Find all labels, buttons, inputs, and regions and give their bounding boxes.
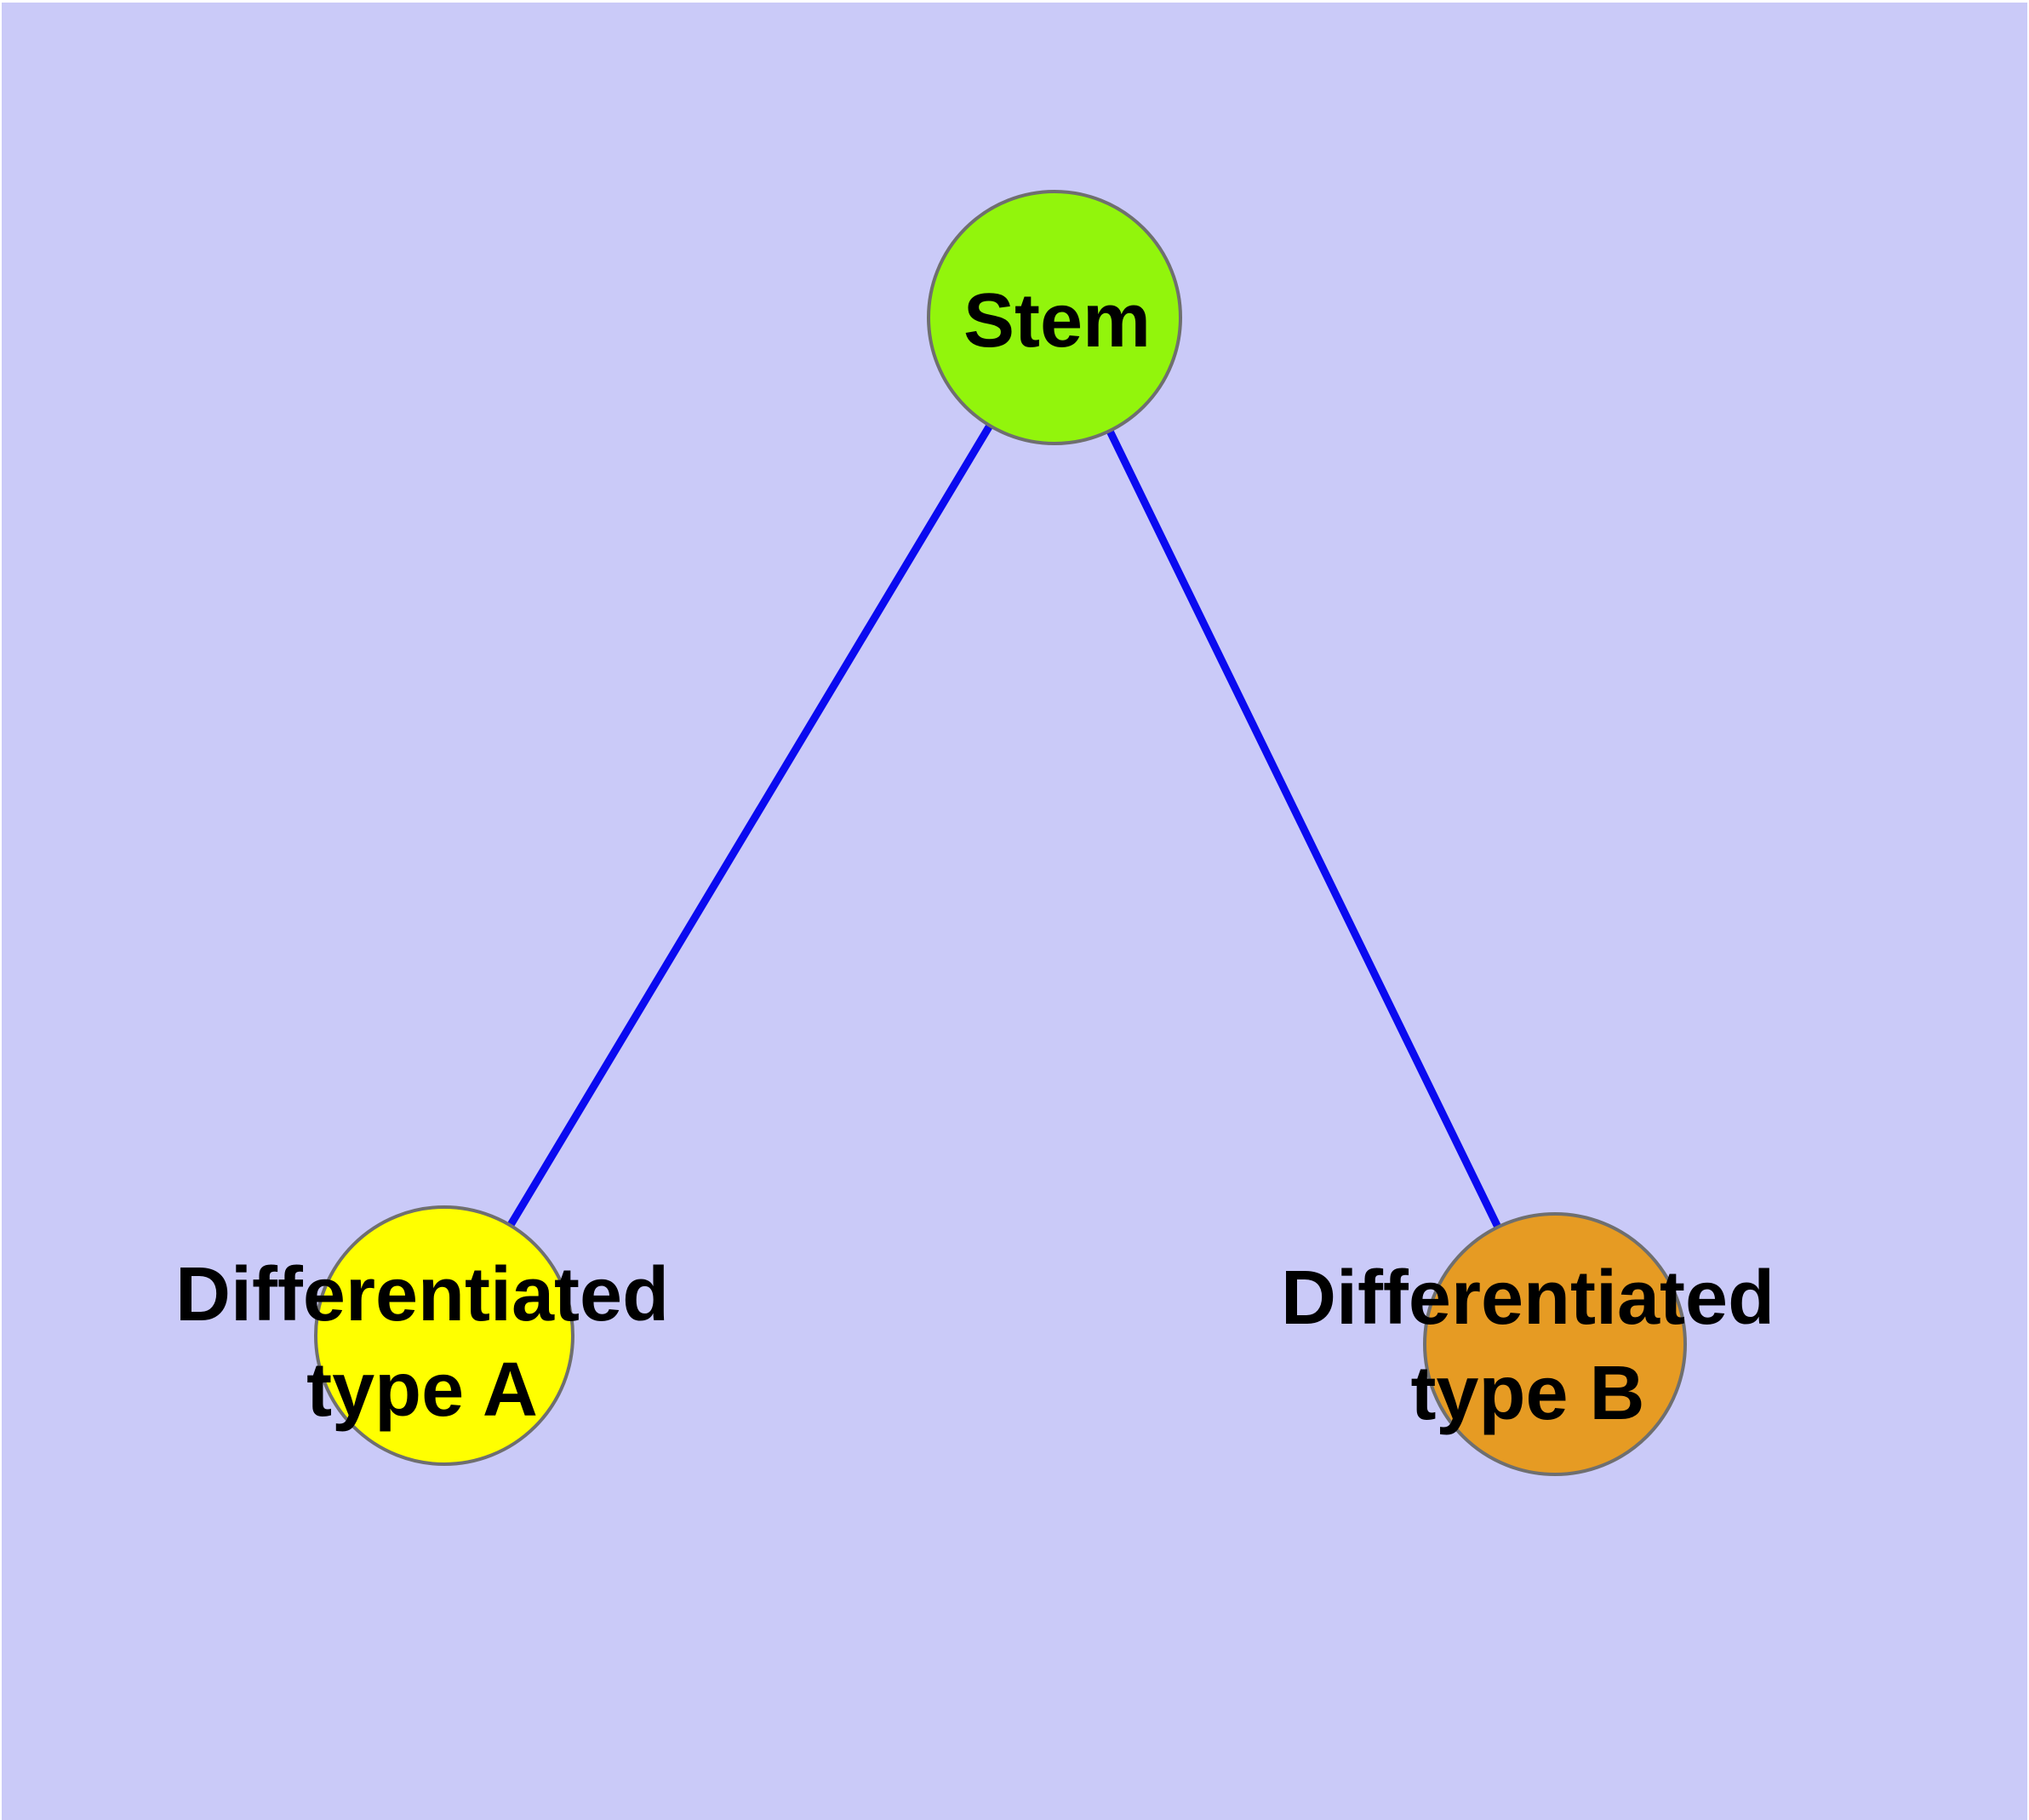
stem-node [927,190,1182,445]
differentiated-type-a-node [314,1205,574,1466]
differentiated-type-b-node [1423,1212,1687,1476]
differentiated-type-a-node-label: Differentiated type A [174,1252,670,1433]
diagram-canvas: Stem Differentiated type A Differentiate… [2,3,2027,1820]
edge-stem-to-type-b [1050,316,1559,1346]
edges-layer [441,315,1559,1346]
edge-stem-to-type-a [441,315,1058,1338]
stem-node-label: Stem [963,278,1152,363]
differentiated-type-b-node-label: Differentiated type B [1280,1256,1775,1436]
